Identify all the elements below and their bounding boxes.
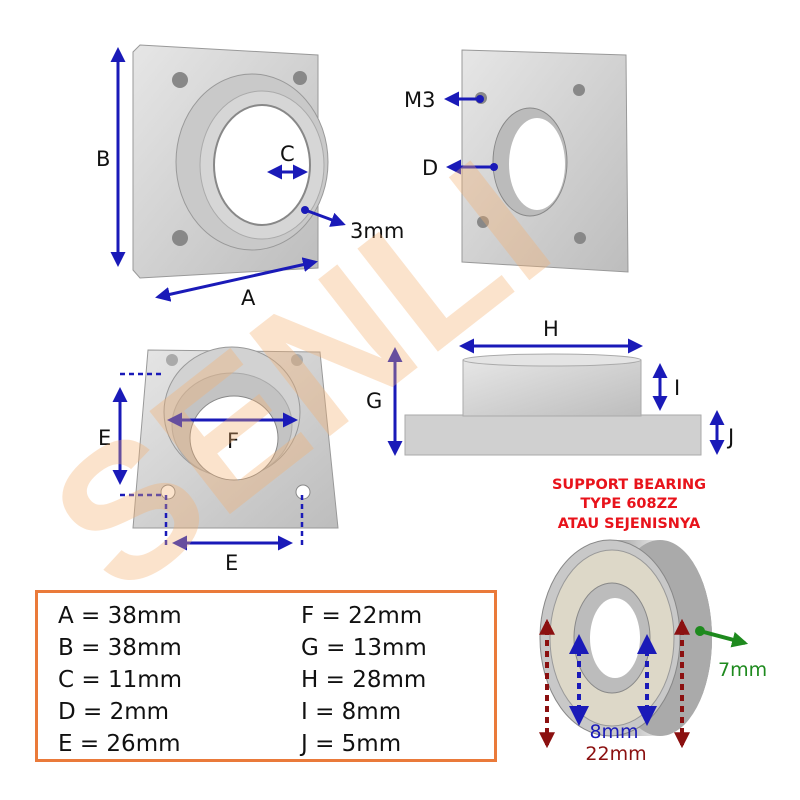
dimension-row: E = 26mm (58, 731, 181, 757)
bearing-title-line-1: SUPPORT BEARING (552, 477, 706, 493)
label-g: G (366, 389, 382, 413)
label-m3: M3 (404, 88, 435, 112)
bearing-outer-diameter-label: 22mm (585, 743, 646, 765)
dimensions-table: A = 38mm B = 38mm C = 11mm D = 2mm E = 2… (35, 590, 497, 762)
label-h: H (543, 317, 559, 341)
dimension-row: G = 13mm (301, 635, 427, 661)
dimension-row: H = 28mm (301, 667, 427, 693)
dimension-row: F = 22mm (301, 603, 423, 629)
back-view: M3 D (404, 49, 629, 273)
bearing-illustration: SUPPORT BEARING TYPE 608ZZ ATAU SEJENISN… (539, 477, 767, 765)
dimension-row: A = 38mm (58, 603, 182, 629)
dimension-row: J = 5mm (301, 731, 402, 757)
label-e-vertical: E (98, 426, 111, 450)
label-j: J (726, 425, 734, 449)
bearing-width-label: 7mm (718, 659, 767, 681)
thickness-arrow (304, 208, 346, 227)
dimension-row: B = 38mm (58, 635, 182, 661)
label-b: B (96, 147, 110, 171)
top-view: F E E (98, 346, 339, 575)
bearing-title-line-2: TYPE 608ZZ (580, 496, 677, 512)
label-a: A (241, 286, 256, 310)
dimension-row: D = 2mm (58, 699, 170, 725)
label-thickness: 3mm (350, 219, 404, 243)
dimension-row: C = 11mm (58, 667, 183, 693)
label-e-horizontal: E (225, 551, 238, 575)
label-c: C (280, 142, 295, 166)
iso-view: B A C 3mm (96, 44, 404, 310)
bearing-inner-diameter-label: 8mm (589, 721, 638, 743)
dimension-row: I = 8mm (301, 699, 402, 725)
label-i: I (674, 376, 680, 400)
dimension-a-arrow (155, 257, 318, 302)
label-f: F (227, 429, 239, 453)
width-arrow (699, 629, 749, 648)
side-view: G H I J (366, 317, 734, 456)
bearing-title-line-3: ATAU SEJENISNYA (558, 516, 701, 532)
label-d: D (422, 156, 438, 180)
